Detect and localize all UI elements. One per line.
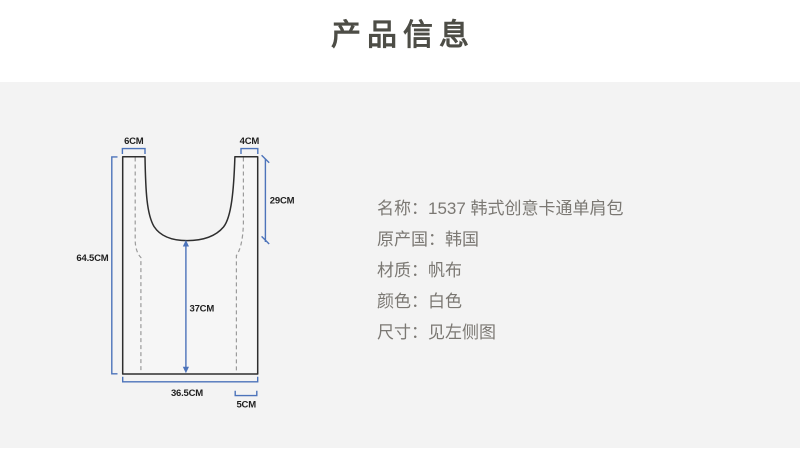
color-label: 颜色： — [377, 292, 428, 311]
bag-outline-shape — [121, 155, 259, 375]
origin-country-row: 原产国：韩国 — [377, 224, 624, 255]
dim-tick-handle-bottom — [261, 235, 270, 245]
size-value: 见左侧图 — [428, 323, 496, 342]
dim-bracket-total-height — [111, 156, 118, 375]
dim-label-right-handle: 4CM — [240, 136, 260, 147]
origin-country-label: 原产国： — [377, 230, 445, 249]
size-row: 尺寸：见左侧图 — [377, 317, 624, 348]
dim-arrowhead-up — [182, 240, 189, 247]
dim-bracket-right-handle — [240, 147, 259, 154]
dim-label-handle-height: 29CM — [270, 196, 295, 207]
dim-label-left-handle: 6CM — [124, 136, 144, 147]
header-band: 产品信息 — [0, 0, 800, 82]
left-seam-dashed-line — [134, 157, 142, 373]
product-name-row: 名称：1537 韩式创意卡通单肩包 — [377, 193, 624, 224]
material-value: 帆布 — [428, 261, 462, 280]
dim-label-body-height: 37CM — [190, 304, 215, 315]
dim-tick-handle-top — [261, 154, 270, 164]
material-row: 材质：帆布 — [377, 255, 624, 286]
dim-arrowhead-down — [182, 366, 189, 374]
size-label: 尺寸： — [377, 323, 428, 342]
product-info-list: 名称：1537 韩式创意卡通单肩包 原产国：韩国 材质：帆布 颜色：白色 尺寸：… — [377, 193, 624, 348]
color-row: 颜色：白色 — [377, 286, 624, 317]
bag-dimension-diagram: 6CM 4CM 64.5CM 29CM 37CM 36.5CM 5CM — [76, 136, 295, 411]
product-name-label: 名称： — [377, 199, 428, 218]
footer-band — [0, 448, 800, 467]
page-title: 产品信息 — [331, 19, 475, 52]
material-label: 材质： — [377, 261, 428, 280]
product-name-value: 1537 韩式创意卡通单肩包 — [428, 199, 624, 218]
dim-label-bottom-segment: 5CM — [236, 400, 256, 411]
dim-bracket-bottom-width — [122, 376, 259, 383]
dim-bracket-left-handle — [121, 147, 146, 154]
dim-label-total-height: 64.5CM — [76, 253, 108, 264]
origin-country-value: 韩国 — [445, 230, 479, 249]
dim-label-bottom-width: 36.5CM — [171, 388, 203, 399]
dim-bracket-bottom-segment — [234, 390, 258, 397]
color-value: 白色 — [428, 292, 462, 311]
right-seam-dashed-line — [235, 157, 244, 373]
